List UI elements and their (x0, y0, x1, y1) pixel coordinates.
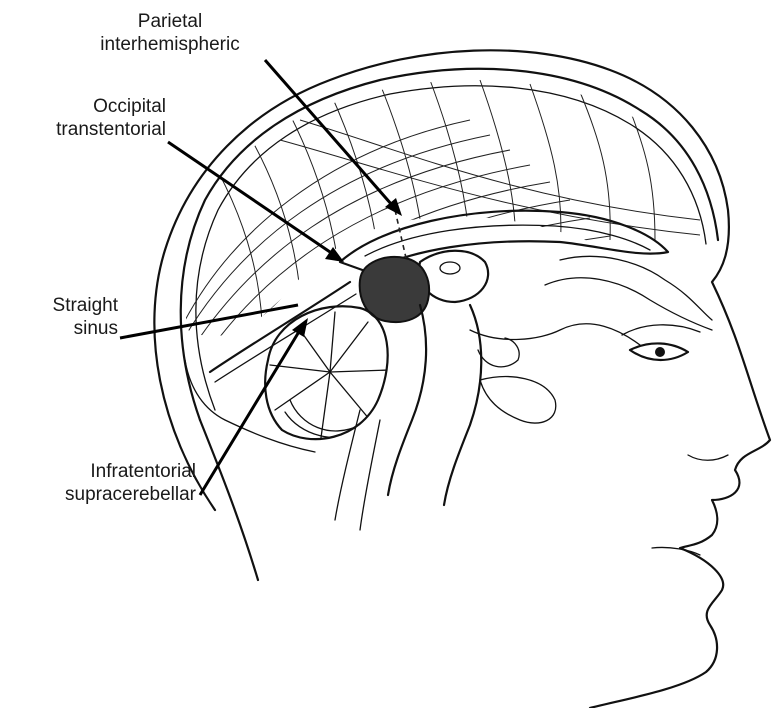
label-occipital-transtentorial: Occipital transtentorial (0, 95, 166, 141)
eyebrow (622, 325, 700, 335)
brainstem-anterior (444, 305, 481, 505)
surgical-trajectory-dashed (395, 210, 406, 258)
tentorium (210, 282, 350, 372)
cerebellar-folia (270, 312, 390, 445)
occipital-bone (185, 360, 315, 452)
label-parietal-line1: Parietal (60, 10, 280, 33)
label-straight-sinus: Straight sinus (0, 294, 118, 340)
cerebellum (265, 306, 388, 439)
label-occipital-line2: transtentorial (0, 118, 166, 141)
label-parietal-line2: interhemispheric (60, 33, 280, 56)
pupil (655, 347, 665, 357)
cervical-spine (335, 410, 360, 520)
nostril (688, 455, 728, 460)
skull-base (470, 324, 640, 345)
brainstem (388, 305, 426, 495)
cervical-spine-2 (360, 420, 380, 530)
label-parietal-interhemispheric: Parietal interhemispheric (60, 10, 280, 56)
label-occipital-line1: Occipital (0, 95, 166, 118)
head-outline (154, 50, 770, 708)
frontal-gyri-2 (545, 278, 712, 330)
sella (478, 338, 519, 367)
label-infratentorial-line2: supracerebellar (0, 483, 196, 506)
label-straight-line1: Straight (0, 294, 118, 317)
frontal-gyri (560, 256, 712, 320)
label-infratentorial-line1: Infratentorial (0, 460, 196, 483)
label-straight-line2: sinus (0, 317, 118, 340)
label-infratentorial-supracerebellar: Infratentorial supracerebellar (0, 460, 196, 506)
interthalamic-adhesion (440, 262, 460, 274)
sphenoid-sinus (480, 377, 556, 423)
